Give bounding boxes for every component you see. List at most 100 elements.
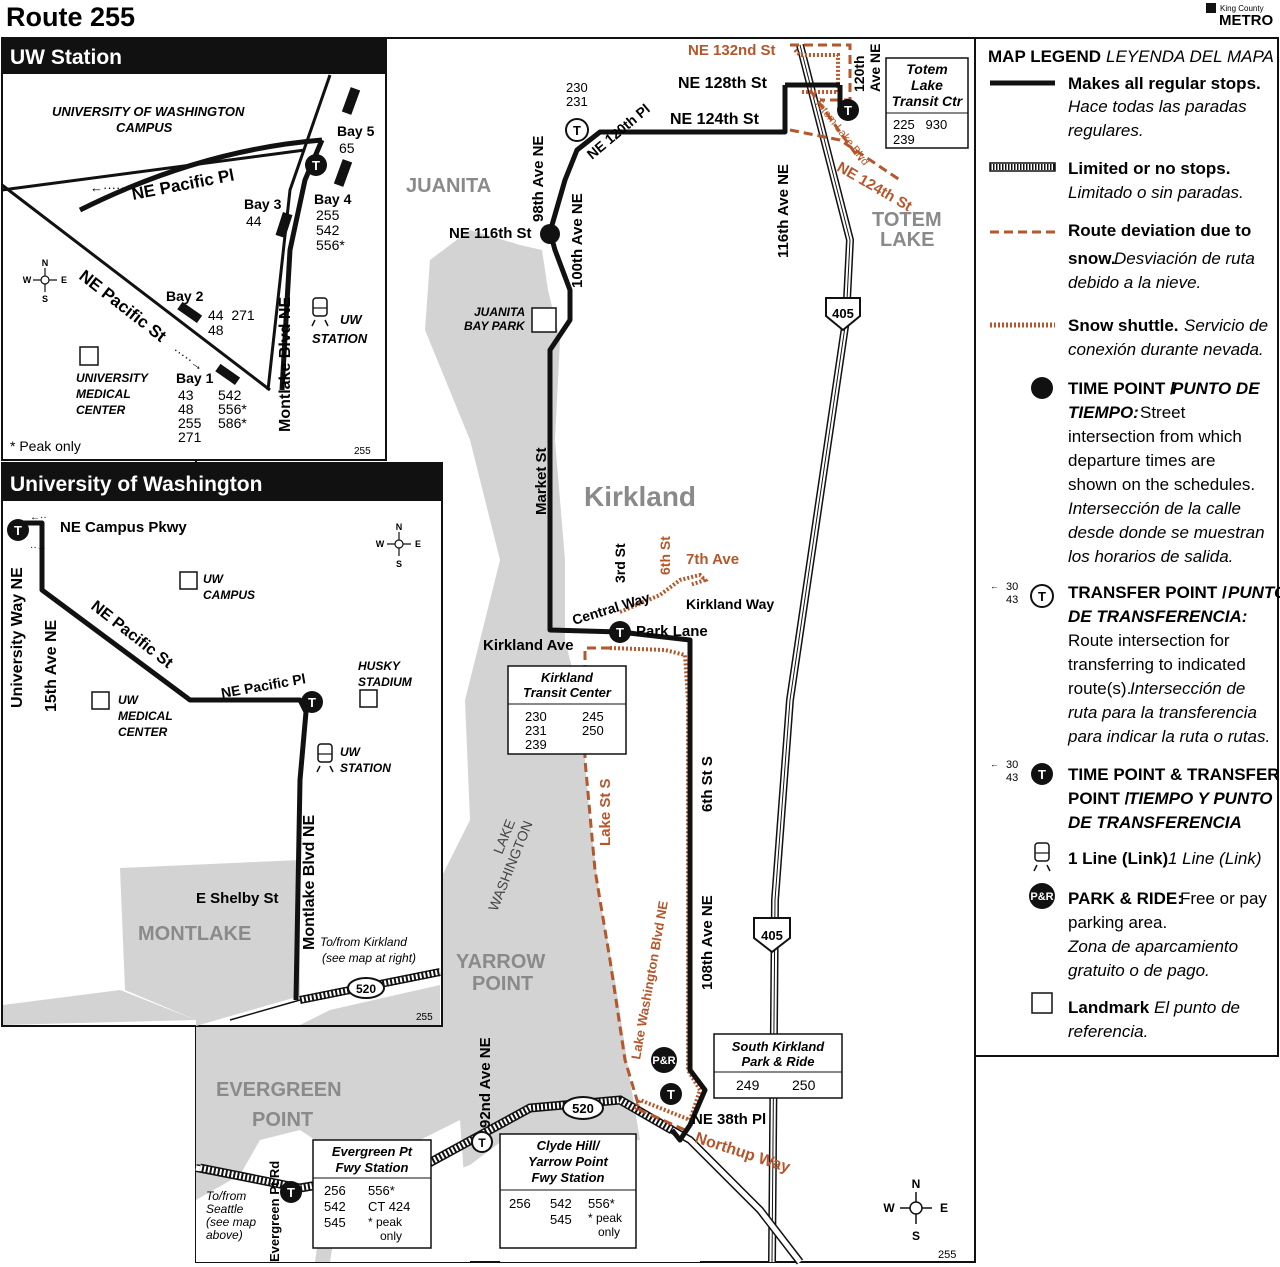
svg-text:CENTER: CENTER: [76, 403, 126, 417]
svg-text:UNIVERSITY OF WASHINGTON: UNIVERSITY OF WASHINGTON: [52, 104, 245, 119]
clyde-hill-station-box: Clyde Hill/ Yarrow Point Fwy Station 256…: [499, 1133, 637, 1249]
svg-text:30: 30: [1006, 759, 1018, 771]
map-legend: MAP LEGEND LEYENDA DEL MAPA Makes all re…: [974, 37, 1280, 1057]
svg-text:Limitado o sin paradas.: Limitado o sin paradas.: [1068, 183, 1244, 202]
svg-text:Lake: Lake: [911, 77, 943, 93]
svg-text:←··: ←··: [30, 512, 47, 523]
page-title: Route 255: [6, 2, 135, 32]
svg-text:542: 542: [550, 1196, 572, 1211]
compass-icon-uw: N S W E: [376, 522, 421, 569]
svg-text:para indicar la ruta o rutas.: para indicar la ruta o rutas.: [1067, 727, 1270, 746]
svg-text:UW: UW: [340, 745, 362, 759]
south-kirkland-pr-box: South Kirkland Park & Ride 249 250: [713, 1033, 843, 1099]
legend-title-en: MAP LEGEND: [988, 47, 1101, 66]
svg-text:271: 271: [178, 429, 202, 445]
svg-text:S: S: [912, 1229, 920, 1243]
label-yarrow-2: POINT: [472, 973, 533, 995]
uw-campus-time-transfer: T: [7, 519, 29, 541]
svg-text:regulares.: regulares.: [1068, 121, 1144, 140]
svg-text:43: 43: [178, 387, 194, 403]
label-top-transfer-2: 231: [566, 94, 588, 109]
park-and-ride-icon: P&R: [651, 1047, 677, 1073]
svg-text:255: 255: [354, 446, 371, 457]
label-juanita: JUANITA: [406, 175, 491, 197]
label-6th: 6th St: [657, 536, 673, 575]
uw-link-train-icon: [316, 743, 334, 773]
svg-text:S: S: [396, 559, 402, 569]
uw-label-montlake: Montlake Blvd NE: [277, 297, 294, 432]
svg-text:556*: 556*: [368, 1183, 395, 1198]
transfer-point-top: T: [565, 118, 589, 142]
svg-text:43: 43: [1006, 772, 1018, 784]
legend-train-icon: [1033, 842, 1051, 872]
label-108th: 108th Ave NE: [699, 895, 716, 990]
svg-text:Hace todas las paradas: Hace todas las paradas: [1068, 97, 1247, 116]
label-98th: 98th Ave NE: [530, 136, 547, 222]
svg-text:250: 250: [792, 1077, 816, 1093]
svg-text:referencia.: referencia.: [1068, 1022, 1148, 1041]
svg-text:Totem: Totem: [906, 61, 947, 77]
svg-text:Route deviation due to: Route deviation due to: [1068, 221, 1251, 240]
svg-text:intersection from which: intersection from which: [1068, 427, 1242, 446]
svg-text:transferring to indicated: transferring to indicated: [1068, 655, 1246, 674]
svg-text:T: T: [478, 1136, 486, 1150]
label-ne128: NE 128th St: [678, 75, 768, 92]
svg-text:DE TRANSFERENCIA:: DE TRANSFERENCIA:: [1068, 607, 1247, 626]
label-totem-1: TOTEM: [872, 209, 942, 231]
svg-text:los horarios de salida.: los horarios de salida.: [1068, 547, 1233, 566]
label-to-seattle-3: (see map: [206, 1215, 256, 1229]
label-92nd: 92nd Ave NE: [477, 1037, 494, 1128]
svg-text:←: ←: [990, 581, 999, 591]
svg-text:249: 249: [736, 1077, 760, 1093]
svg-text:←: ←: [990, 759, 999, 769]
i405-shield-top: 405: [825, 297, 861, 332]
svg-text:Desviación de ruta: Desviación de ruta: [1114, 249, 1255, 268]
svg-text:TIEMPO Y PUNTO: TIEMPO Y PUNTO: [1128, 789, 1273, 808]
svg-text:225 930: 225 930: [893, 117, 947, 132]
svg-text:South Kirkland: South Kirkland: [732, 1039, 826, 1054]
svg-text:ruta para la transferencia: ruta para la transferencia: [1068, 703, 1257, 722]
svg-text:1 Line (Link): 1 Line (Link): [1068, 849, 1168, 868]
svg-text:T: T: [616, 625, 624, 640]
svg-text:HUSKY: HUSKY: [358, 659, 401, 673]
svg-text:POINT /: POINT /: [1068, 789, 1130, 808]
label-kirkland-way: Kirkland Way: [686, 596, 774, 612]
svg-text:231: 231: [525, 723, 547, 738]
svg-text:T: T: [14, 523, 22, 538]
svg-text:TIME POINT & TRANSFER: TIME POINT & TRANSFER: [1068, 765, 1280, 784]
label-lake-st: Lake St S: [597, 778, 614, 846]
svg-text:departure times are: departure times are: [1068, 451, 1215, 470]
svg-text:W: W: [376, 539, 385, 549]
svg-text:520: 520: [572, 1101, 594, 1116]
svg-text:debido a la nieve.: debido a la nieve.: [1068, 273, 1201, 292]
label-evergreen-rd: Evergreen Pt Rd: [267, 1161, 282, 1262]
label-3rd: 3rd St: [612, 543, 628, 583]
svg-text:48: 48: [178, 401, 194, 417]
svg-text:545: 545: [550, 1212, 572, 1227]
svg-text:Bay 4: Bay 4: [314, 191, 352, 207]
svg-text:P&R: P&R: [652, 1055, 675, 1067]
svg-text:T: T: [573, 123, 581, 138]
svg-text:MEDICAL: MEDICAL: [118, 709, 173, 723]
label-6th-s: 6th St S: [699, 756, 716, 812]
svg-text:30: 30: [1006, 581, 1018, 593]
label-120th-1: 120th: [851, 55, 867, 92]
svg-text:conexión durante nevada.: conexión durante nevada.: [1068, 340, 1264, 359]
legend-title-es: LEYENDA DEL MAPA: [1106, 47, 1274, 66]
label-juanita-bay-2: BAY PARK: [464, 319, 526, 333]
svg-text:Landmark: Landmark: [1068, 998, 1150, 1017]
svg-text:230: 230: [525, 709, 547, 724]
evergreen-station-box: Evergreen Pt Fwy Station 256 542 545 556…: [312, 1139, 432, 1249]
svg-text:Route intersection for: Route intersection for: [1068, 631, 1230, 650]
juanita-bay-park-landmark: [531, 307, 557, 333]
svg-text:405: 405: [761, 928, 783, 943]
svg-text:Snow shuttle.: Snow shuttle.: [1068, 316, 1179, 335]
label-evergreen-2: POINT: [252, 1109, 313, 1131]
svg-text:STATION: STATION: [312, 331, 368, 346]
label-to-seattle-2: Seattle: [206, 1202, 244, 1216]
label-juanita-bay-1: JUANITA: [474, 305, 525, 319]
svg-text:65: 65: [339, 140, 355, 156]
svg-text:Kirkland: Kirkland: [541, 670, 594, 685]
svg-text:1 Line (Link): 1 Line (Link): [1168, 849, 1262, 868]
svg-text:Makes all regular stops.: Makes all regular stops.: [1068, 74, 1261, 93]
